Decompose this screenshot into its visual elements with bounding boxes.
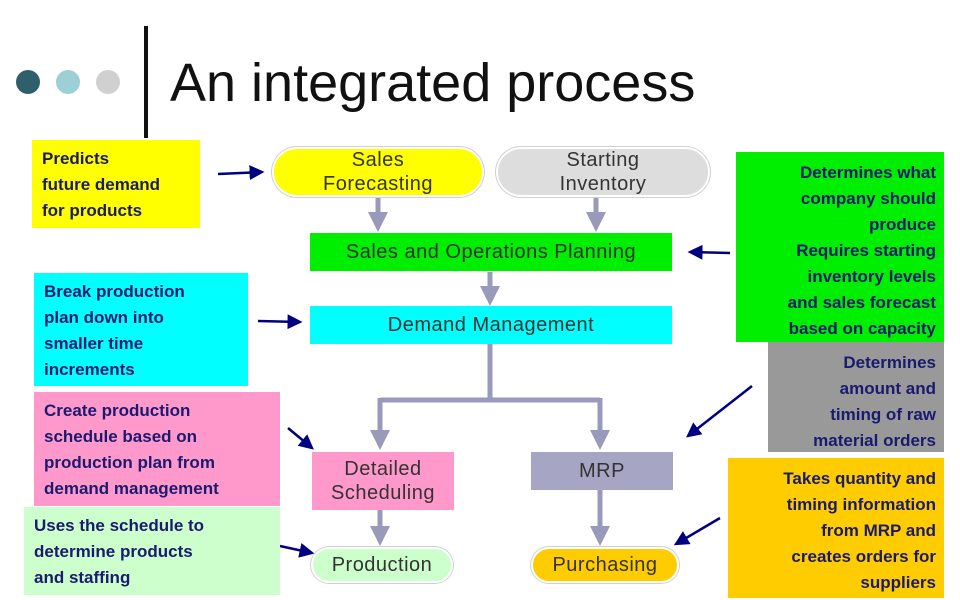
- pointer-demand-note: [257, 314, 303, 330]
- pointer-scheduling-note: [287, 427, 314, 450]
- node-detailed-scheduling: Detailed Scheduling: [312, 452, 454, 510]
- node-mrp: MRP: [531, 452, 673, 490]
- pointer-sop-note: [687, 244, 731, 260]
- node-starting-inventory: Starting Inventory: [496, 147, 710, 197]
- node-sales-forecasting: Sales Forecasting: [272, 147, 484, 197]
- note-purchasing: Takes quantity and timing information fr…: [728, 458, 944, 598]
- node-demand-management: Demand Management: [310, 306, 672, 344]
- note-sop: Determines what company should produce R…: [736, 152, 944, 342]
- node-purchasing: Purchasing: [531, 547, 679, 583]
- note-demand: Break production plan down into smaller …: [34, 273, 248, 386]
- arrow-demand-split: [380, 344, 493, 403]
- note-scheduling: Create production schedule based on prod…: [34, 392, 280, 506]
- note-mrp: Determines amount and timing of raw mate…: [768, 342, 944, 452]
- decor-dot-teal: [56, 70, 80, 94]
- note-production: Uses the schedule to determine products …: [24, 507, 280, 595]
- pointer-forecast-note: [217, 165, 265, 181]
- decor-dot-gray: [96, 70, 120, 94]
- decor-dot-dark: [16, 70, 40, 94]
- node-production: Production: [311, 547, 453, 583]
- pointer-production-note: [279, 543, 315, 558]
- note-forecast: Predicts future demand for products: [32, 140, 200, 228]
- node-sales-and-operations-planning: Sales and Operations Planning: [310, 233, 672, 271]
- pointer-purchasing-note: [673, 516, 721, 546]
- page-title: An integrated process: [170, 53, 696, 113]
- pointer-mrp-note: [686, 385, 753, 438]
- title-divider: [144, 26, 148, 138]
